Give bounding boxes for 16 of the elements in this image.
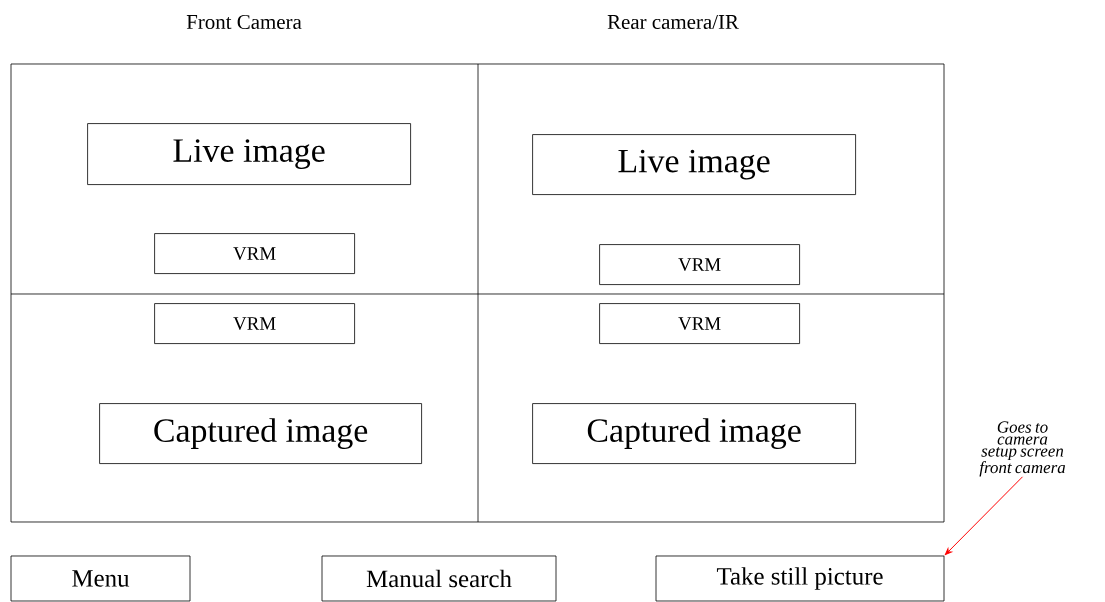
image-panel: Captured image [532,403,856,464]
image-panel: VRM [599,244,800,285]
image-panel: VRM [154,233,355,274]
image-panel: VRM [599,303,800,344]
column-heading: Rear camera/IR [607,15,739,29]
menu-button: Take still picture [655,555,945,602]
image-panel: VRM [154,303,355,344]
column-heading: Front Camera [186,14,302,29]
image-panel: Captured image [99,403,422,464]
image-panel: Live image [87,123,411,185]
image-panel: Live image [532,134,856,195]
arrow [944,476,1023,556]
menu-button: Manual search [321,555,557,602]
menu-button: Menu [10,555,191,602]
screen-frame [10,63,945,523]
annotation-text: Goes to camera setup screen front camera [979,421,1066,477]
